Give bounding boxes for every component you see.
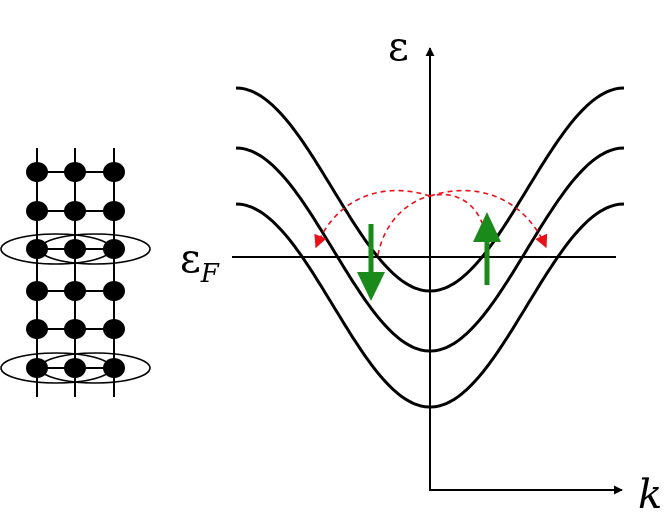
- scattering-arcs: [314, 189, 548, 256]
- atom: [64, 239, 86, 259]
- energy-axis-label: ε: [388, 24, 409, 70]
- fermi-level-label: εF: [180, 236, 220, 289]
- spin-down-head: [357, 272, 385, 301]
- spin-arrows: [357, 212, 501, 301]
- atom: [103, 201, 125, 221]
- energy-band-2: [235, 146, 625, 353]
- atom: [26, 281, 48, 301]
- atom: [103, 162, 125, 182]
- atom: [103, 239, 125, 259]
- atom: [64, 319, 86, 339]
- atom: [26, 162, 48, 182]
- atom: [64, 281, 86, 301]
- energy-band-3: [235, 202, 625, 409]
- energy-bands: [235, 86, 625, 409]
- atom: [103, 319, 125, 339]
- scattering-arc-left: [314, 189, 431, 249]
- lattice-atoms: [26, 162, 125, 378]
- atom: [64, 201, 86, 221]
- atom: [26, 239, 48, 259]
- atom: [26, 358, 48, 378]
- fermi-subscript: F: [200, 259, 220, 289]
- atomic-lattice: [0, 148, 151, 397]
- atom: [103, 358, 125, 378]
- spin-up-head: [473, 212, 501, 242]
- fermi-symbol: ε: [180, 236, 201, 282]
- scattering-arc-inner: [377, 193, 486, 256]
- atom: [64, 358, 86, 378]
- energy-band-1: [235, 86, 625, 293]
- momentum-axis-label: k: [638, 472, 662, 518]
- atom: [26, 319, 48, 339]
- atom: [64, 162, 86, 182]
- atom: [103, 281, 125, 301]
- atom: [26, 201, 48, 221]
- axes: [232, 47, 623, 495]
